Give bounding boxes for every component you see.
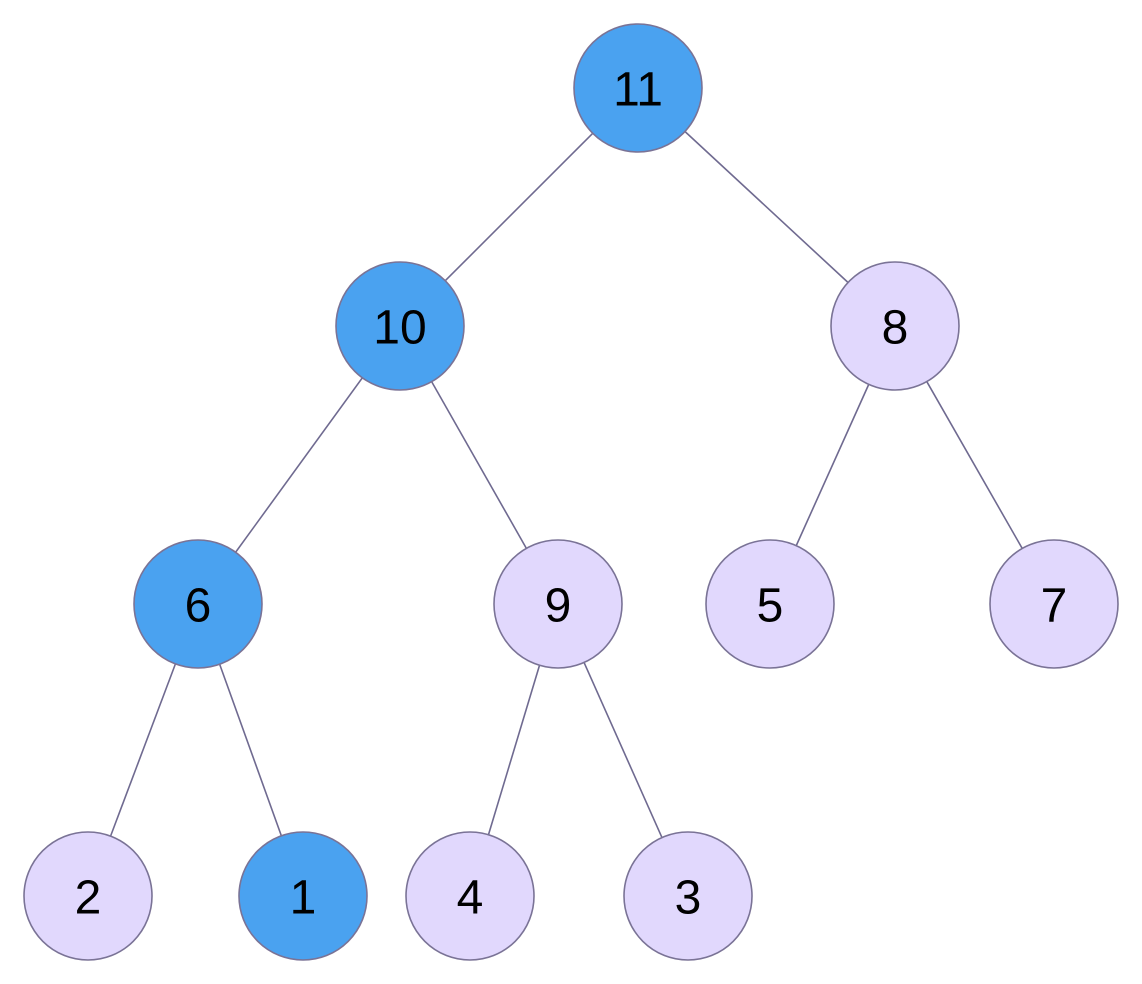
node-circle [989, 539, 1119, 669]
tree-node: 6 [133, 539, 263, 669]
tree-node: 7 [989, 539, 1119, 669]
tree-edge [444, 132, 594, 282]
node-circle [493, 539, 623, 669]
node-label: 10 [373, 302, 426, 355]
tree-node: 3 [623, 831, 753, 961]
node-circle [405, 831, 535, 961]
tree-nodes: 11 10 8 6 9 5 7 2 1 4 3 [23, 23, 1119, 961]
tree-node: 4 [405, 831, 535, 961]
tree-node: 2 [23, 831, 153, 961]
tree-edge [234, 377, 364, 553]
tree-edge [218, 663, 283, 837]
highlighted-node-circle [335, 261, 465, 391]
highlighted-node-circle [133, 539, 263, 669]
tree-edge [487, 665, 541, 835]
node-label: 1 [290, 872, 317, 925]
tree-edge [109, 663, 177, 837]
node-label: 5 [757, 580, 784, 633]
node-label: 9 [545, 580, 572, 633]
tree-edge [684, 130, 849, 284]
node-label: 3 [675, 872, 702, 925]
tree-node: 11 [573, 23, 703, 153]
tree-node: 8 [830, 261, 960, 391]
tree-edge [583, 662, 663, 838]
node-label: 8 [882, 302, 909, 355]
node-label: 4 [457, 872, 484, 925]
tree-edges [109, 130, 1023, 838]
highlighted-node-circle [573, 23, 703, 153]
node-circle [830, 261, 960, 391]
node-circle [23, 831, 153, 961]
node-label: 2 [75, 872, 102, 925]
tree-node: 9 [493, 539, 623, 669]
tree-edge [795, 384, 870, 546]
tree-node: 10 [335, 261, 465, 391]
tree-edge [926, 381, 1023, 549]
node-label: 6 [185, 580, 212, 633]
tree-node: 1 [238, 831, 368, 961]
node-label: 7 [1041, 580, 1068, 633]
node-circle [623, 831, 753, 961]
highlighted-node-circle [238, 831, 368, 961]
tree-edge [430, 381, 528, 549]
node-circle [705, 539, 835, 669]
tree-node: 5 [705, 539, 835, 669]
node-label: 11 [613, 64, 663, 117]
